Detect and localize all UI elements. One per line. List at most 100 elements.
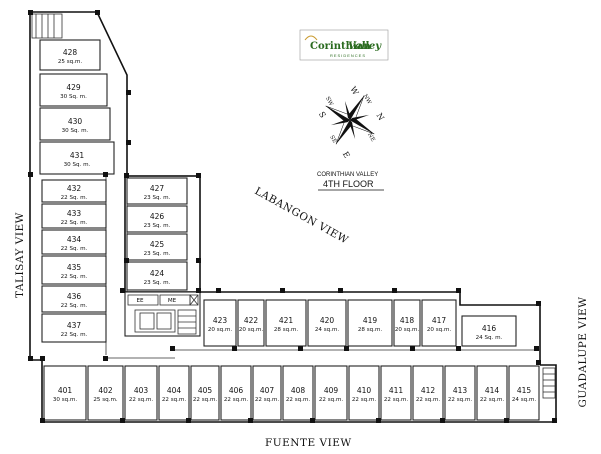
column-block — [28, 172, 33, 177]
unit-411[interactable]: 411 22 sq.m. — [380, 365, 412, 421]
logo-subtitle: RESIDENCES — [330, 53, 366, 58]
unit-area: 22 sq.m. — [416, 397, 441, 403]
unit-area: 22 sq.m. — [384, 397, 409, 403]
unit-area: 23 Sq. m. — [144, 251, 171, 257]
unit-area: 28 sq.m. — [358, 327, 383, 333]
column-block — [120, 288, 125, 293]
unit-number: 433 — [67, 209, 82, 218]
unit-number: 404 — [167, 386, 182, 395]
unit-number: 436 — [67, 292, 82, 301]
unit-417[interactable]: 417 20 sq.m. — [421, 299, 457, 347]
unit-area: 28 sq.m. — [274, 327, 299, 333]
column-block — [124, 173, 129, 178]
unit-425[interactable]: 425 23 Sq. m. — [126, 233, 188, 261]
unit-area: 24 sq.m. — [512, 397, 537, 403]
unit-404[interactable]: 404 22 sq.m. — [158, 365, 190, 421]
unit-number: 417 — [432, 316, 447, 325]
unit-area: 22 sq.m. — [224, 397, 249, 403]
unit-number: 407 — [260, 386, 275, 395]
unit-number: 424 — [150, 269, 165, 278]
unit-room-outline — [190, 365, 220, 421]
unit-room-outline — [421, 299, 457, 347]
unit-number: 413 — [453, 386, 468, 395]
unit-number: 415 — [517, 386, 532, 395]
unit-415[interactable]: 415 24 sq.m. — [508, 365, 540, 421]
column-block — [534, 346, 539, 351]
unit-number: 408 — [291, 386, 306, 395]
labangon-view-label: LABANGON VIEW — [253, 185, 351, 247]
unit-room-outline — [252, 365, 282, 421]
column-block — [392, 288, 397, 293]
unit-number: 416 — [482, 324, 497, 333]
unit-room-outline — [393, 299, 421, 347]
column-block — [504, 418, 509, 423]
service-core: EE ME — [124, 291, 201, 337]
unit-413[interactable]: 413 22 sq.m. — [444, 365, 476, 421]
unit-area: 22 Sq. m. — [61, 274, 88, 280]
column-block — [536, 360, 541, 365]
unit-area: 22 sq.m. — [448, 397, 473, 403]
unit-room-outline — [444, 365, 476, 421]
unit-number: 426 — [150, 212, 165, 221]
unit-area: 22 sq.m. — [162, 397, 187, 403]
column-block — [28, 356, 33, 361]
unit-area: 22 Sq. m. — [61, 246, 88, 252]
column-block — [95, 10, 100, 15]
column-block — [28, 10, 33, 15]
compass-rose: N S E W NE NW SE SW — [317, 85, 386, 160]
unit-number: 423 — [213, 316, 228, 325]
column-block — [456, 288, 461, 293]
unit-room-outline — [508, 365, 540, 421]
unit-room-outline — [43, 365, 87, 421]
compass-se-label: SE — [328, 135, 337, 145]
unit-area: 22 sq.m. — [319, 397, 344, 403]
unit-number: 411 — [389, 386, 404, 395]
ee-room-label: EE — [136, 298, 144, 304]
unit-number: 425 — [150, 240, 165, 249]
unit-424[interactable]: 424 23 Sq. m. — [126, 261, 188, 291]
unit-room-outline — [41, 203, 107, 229]
column-block — [456, 346, 461, 351]
column-block — [186, 418, 191, 423]
unit-room-outline — [203, 299, 237, 347]
compass-ne-label: NE — [366, 132, 376, 143]
unit-number: 418 — [400, 316, 415, 325]
unit-area: 23 Sq. m. — [144, 280, 171, 286]
unit-area: 20 sq.m. — [427, 327, 452, 333]
unit-area: 30 Sq. m. — [62, 128, 89, 134]
unit-room-outline — [41, 313, 107, 343]
unit-room-outline — [237, 299, 265, 347]
compass-e-label: E — [341, 150, 352, 160]
